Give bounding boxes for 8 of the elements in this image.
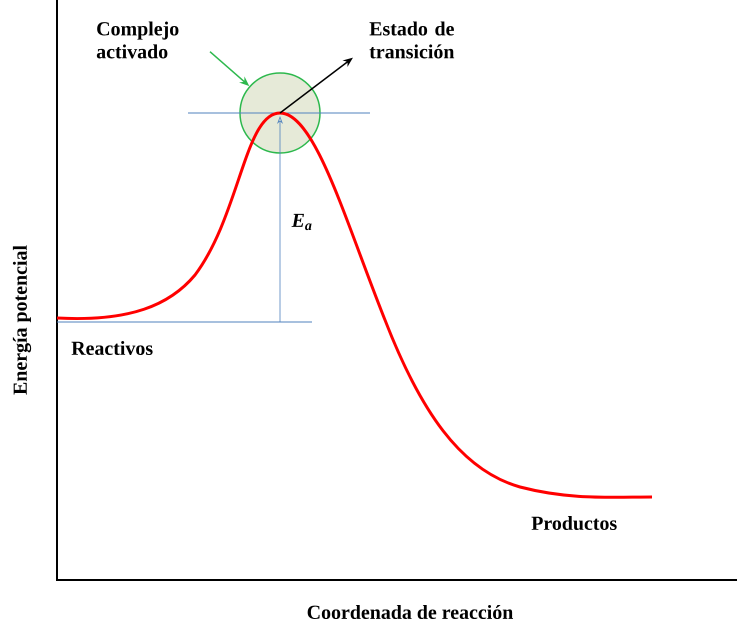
reactant-label: Reactivos — [72, 340, 153, 355]
axis-title: Coordenada de reacción — [308, 604, 514, 620]
product-label: Productos — [532, 516, 617, 530]
node-label: Estado de transición — [370, 22, 454, 58]
activation-energy-label: E$_{a}$ — [291, 214, 312, 230]
activated-complex-circle — [239, 72, 321, 154]
axis-title: Energía potencial — [12, 245, 32, 395]
node-label: Complejo activado — [96, 22, 178, 58]
